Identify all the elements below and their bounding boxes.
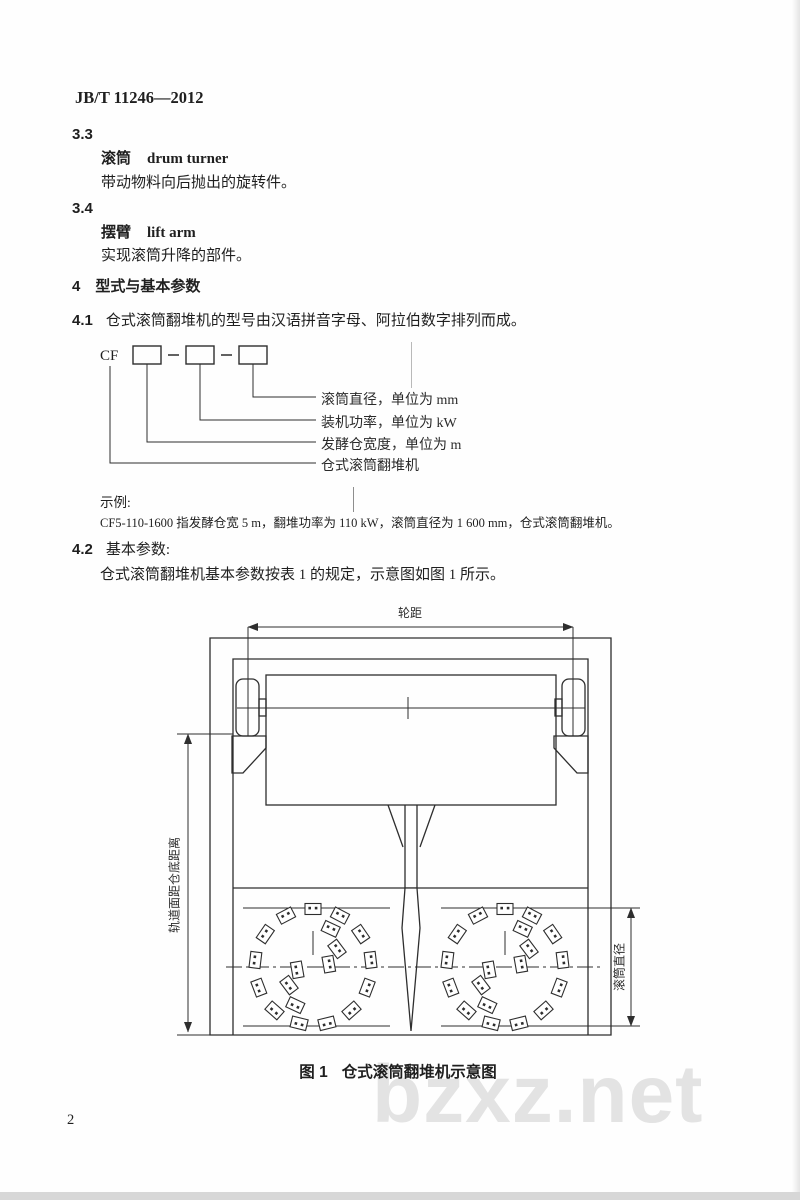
watermark: bzxz.net [372, 1049, 704, 1140]
designation-label-installed-power: 装机功率，单位为 kW [321, 416, 457, 431]
left-leg [231, 735, 267, 774]
term-drum-definition: 带动物料向后抛出的旋转件。 [101, 175, 297, 191]
figure-caption-text: 仓式滚筒翻堆机示意图 [341, 1064, 497, 1081]
left-axle-stub [258, 698, 267, 717]
term-cn: 摆臂 [101, 224, 132, 241]
clause-4-1: 4.1 仓式滚筒翻堆机的型号由汉语拼音字母、阿拉伯数字排列而成。 [72, 312, 526, 330]
drum-housing-box [265, 674, 557, 806]
centre-blade [401, 887, 421, 1032]
designation-diagram [109, 345, 316, 464]
designation-label-drum-diameter: 滚筒直径，单位为 mm [321, 393, 459, 408]
example-label: 示例: [100, 495, 131, 510]
clause-3-4-number: 3.4 [72, 200, 93, 217]
right-leg [553, 735, 589, 774]
mast-gussets [387, 804, 436, 848]
scan-bottom-bar [0, 1192, 800, 1200]
clause-4-1-number: 4.1 [72, 312, 93, 329]
figure-caption-number: 图 1 [299, 1064, 328, 1081]
term-cn: 滚筒 [101, 150, 132, 167]
term-lift-arm-definition: 实现滚筒升降的部件。 [101, 248, 252, 264]
clause-4-heading: 4 型式与基本参数 [72, 278, 200, 296]
clause-4-2-text: 仓式滚筒翻堆机基本参数按表 1 的规定，示意图如图 1 所示。 [100, 567, 506, 583]
machine-schematic [177, 623, 640, 1036]
term-en: drum turner [147, 151, 229, 167]
scan-edge-shading [792, 0, 800, 1200]
mast [404, 805, 418, 888]
designation-prefix: CF [100, 348, 119, 364]
clause-4-number: 4 [72, 278, 81, 295]
clause-4-2-number: 4.2 [72, 541, 93, 558]
designation-label-machine-type: 仓式滚筒翻堆机 [321, 459, 419, 474]
dim-wheel-track-label: 轮距 [397, 606, 423, 620]
left-wheel [235, 678, 260, 737]
silo-outer-wall [209, 637, 612, 1036]
right-wheel [561, 678, 586, 737]
right-axle-stub [554, 698, 563, 717]
scan-streak [353, 487, 354, 512]
figure-caption: 图 1 仓式滚筒翻堆机示意图 [299, 1060, 496, 1082]
silo-inner-wall [232, 658, 589, 1035]
clause-3-3-number: 3.3 [72, 126, 93, 143]
dim-drum-diameter-label: 滚筒直径 [612, 942, 627, 992]
designation-label-bay-width: 发酵仓宽度，单位为 m [321, 438, 462, 453]
clause-4-title: 型式与基本参数 [95, 278, 201, 295]
clause-4-2-heading: 4.2 基本参数: [72, 541, 170, 559]
doc-code: JB/T 11246—2012 [75, 88, 204, 107]
clause-4-1-text: 仓式滚筒翻堆机的型号由汉语拼音字母、阿拉伯数字排列而成。 [105, 313, 526, 329]
dim-rail-floor-label: 轨道面距仓底距离 [167, 836, 182, 934]
scan-streak [411, 342, 412, 388]
term-drum-turner: 滚筒 drum turner [101, 150, 228, 168]
drum-flail-paddles [248, 902, 570, 1032]
page-number: 2 [67, 1112, 75, 1128]
clause-4-2-title: 基本参数: [105, 542, 171, 558]
term-en: lift arm [147, 225, 196, 241]
example-text: CF5-110-1600 指发酵仓宽 5 m，翻堆功率为 110 kW，滚筒直径… [100, 516, 620, 530]
term-lift-arm: 摆臂 lift arm [101, 224, 196, 242]
